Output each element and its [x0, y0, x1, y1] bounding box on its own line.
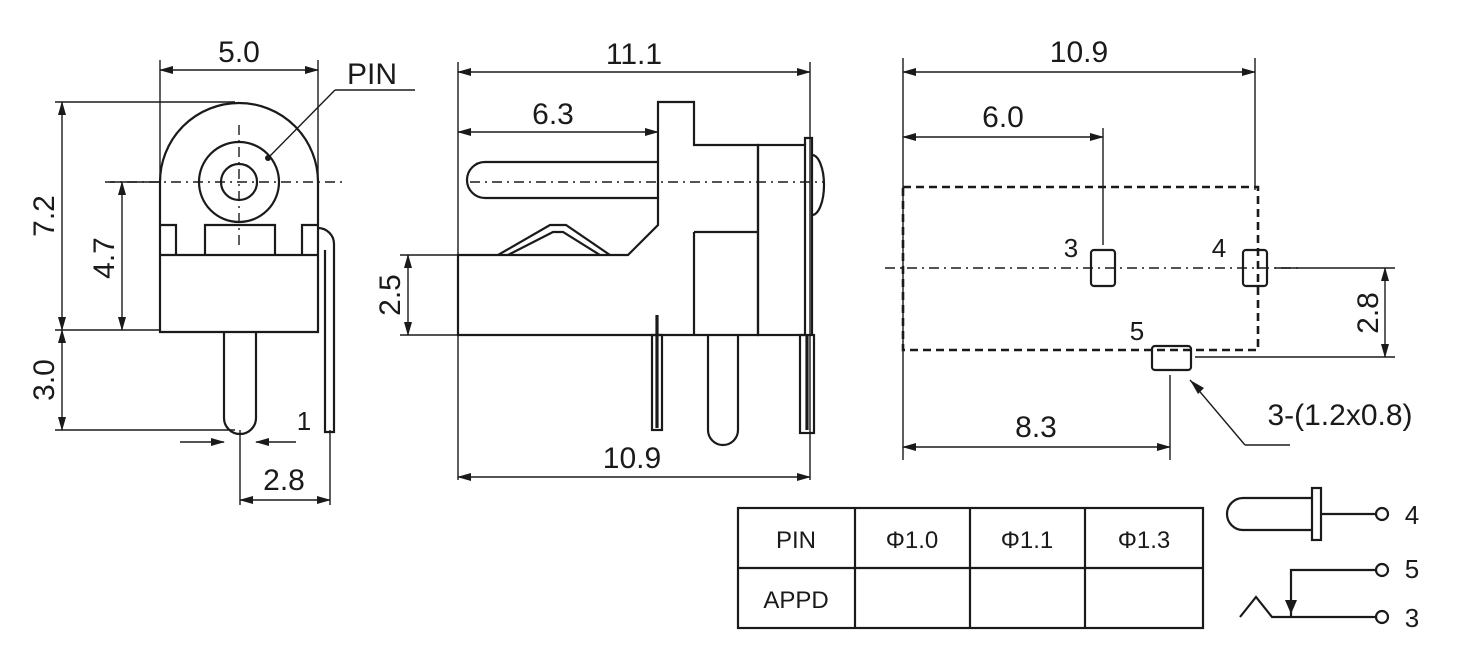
- dim-height-total: 7.2: [28, 195, 61, 237]
- pad-4-label: 4: [1212, 233, 1226, 263]
- dim-width-top: 5.0: [218, 36, 260, 69]
- table-cell: Φ1.3: [1118, 527, 1171, 554]
- pad-3: [1089, 248, 1117, 288]
- dim-length-bottom: 10.9: [603, 442, 661, 475]
- terminal-3-label: 3: [1405, 603, 1419, 633]
- pin-number-1: 1: [297, 406, 311, 436]
- table-cell: Φ1.0: [886, 527, 939, 554]
- label-pin: PIN: [347, 58, 397, 91]
- pad-4: [1241, 248, 1269, 288]
- side-view: 11.1 6.3 2.5 10.9: [374, 38, 826, 481]
- dim-body-height: 2.5: [374, 274, 407, 316]
- dim-pin-offset: 2.8: [263, 464, 305, 497]
- pad-spec: 3-(1.2x0.8): [1267, 399, 1412, 432]
- dim-pin-length: 3.0: [28, 359, 61, 401]
- pad-3-label: 3: [1064, 233, 1078, 263]
- dim-pin-depth: 6.3: [532, 98, 574, 131]
- dim-row-spacing: 2.8: [1352, 292, 1385, 334]
- dim-pad3-offset: 6.0: [982, 101, 1024, 134]
- pad-5: [1150, 344, 1193, 372]
- dim-center-height: 4.7: [88, 237, 121, 279]
- terminal-5-label: 5: [1405, 554, 1419, 584]
- table-cell: PIN: [776, 527, 816, 554]
- table-cell: Φ1.1: [1001, 527, 1054, 554]
- terminal-4-label: 4: [1405, 500, 1419, 530]
- dim-footprint-length: 10.9: [1050, 36, 1108, 69]
- dim-pad5-offset: 8.3: [1015, 411, 1057, 444]
- dim-length-total: 11.1: [606, 38, 662, 71]
- pad-5-label: 5: [1130, 316, 1144, 346]
- footprint-view: 10.9 6.0 8.3 2.8 3 4 5 3-(1.2x0.8): [885, 36, 1413, 460]
- schematic-symbol: 4 5 3: [1225, 486, 1419, 633]
- front-view: 5.0 7.2 4.7 3.0 2.8 PIN 1: [28, 36, 415, 505]
- pin-table: PIN Φ1.0 Φ1.1 Φ1.3 APPD: [736, 506, 1205, 630]
- table-cell: APPD: [763, 587, 828, 614]
